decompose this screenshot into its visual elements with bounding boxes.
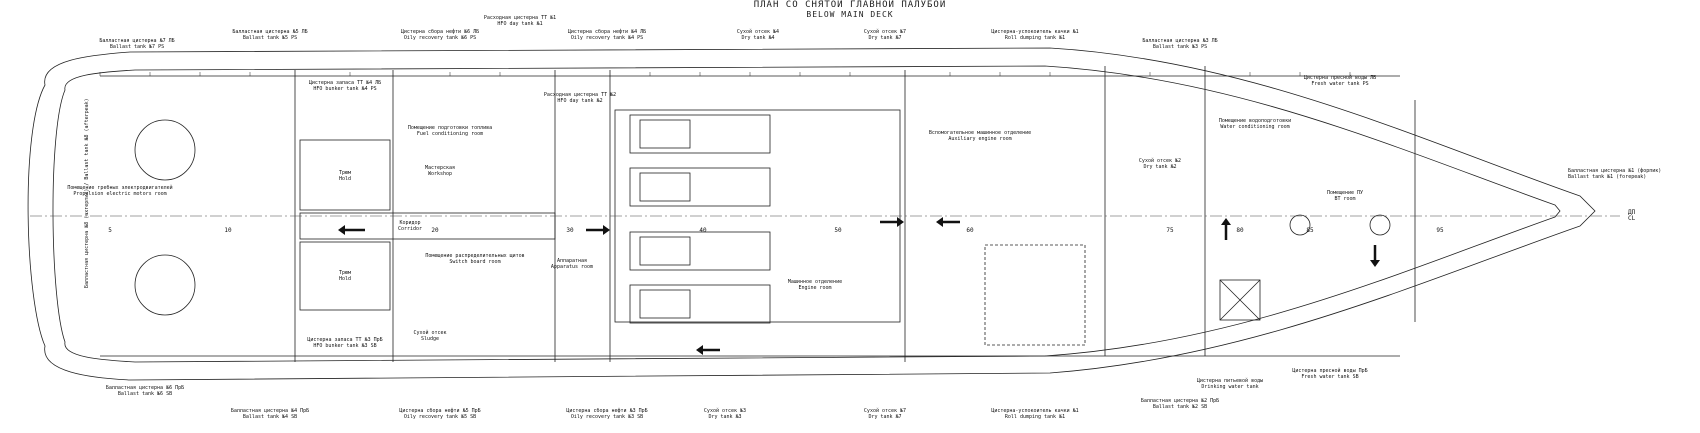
room-forepeak: Балластная цистерна №1 (форпик)Ballast t… (1568, 168, 1662, 180)
aux-box (984, 244, 1086, 346)
frame-number: 30 (566, 227, 574, 234)
room-ballast8: Балластная цистерна №8 (ахтерпик) / Ball… (84, 98, 90, 288)
frame-number: 60 (966, 227, 974, 234)
frame-number: 20 (431, 227, 439, 234)
water-tank-box (1219, 279, 1261, 321)
main-engine-4 (629, 284, 771, 324)
plan-title-en: BELOW MAIN DECK (806, 10, 894, 19)
hold-upper-box (299, 139, 391, 211)
frame-number: 75 (1166, 227, 1174, 234)
frame-number: 10 (224, 227, 232, 234)
frame-number: 50 (834, 227, 842, 234)
frame-number: 85 (1306, 227, 1314, 234)
hull-outline (27, 47, 1596, 381)
frame-number: 80 (1236, 227, 1244, 234)
frame-number: 40 (699, 227, 707, 234)
frame-number: 95 (1436, 227, 1444, 234)
motor-ps (134, 119, 196, 181)
main-engine-3 (629, 231, 771, 271)
corridor-box (299, 212, 556, 240)
motor-sb (134, 254, 196, 316)
frame-number: 5 (108, 227, 112, 234)
hold-lower-box (299, 241, 391, 311)
main-engine-2 (629, 167, 771, 207)
main-engine-1 (629, 114, 771, 154)
plan-title-ru: ПЛАН СО СНЯТОЙ ГЛАВНОЙ ПАЛУБОЙ (753, 0, 947, 10)
